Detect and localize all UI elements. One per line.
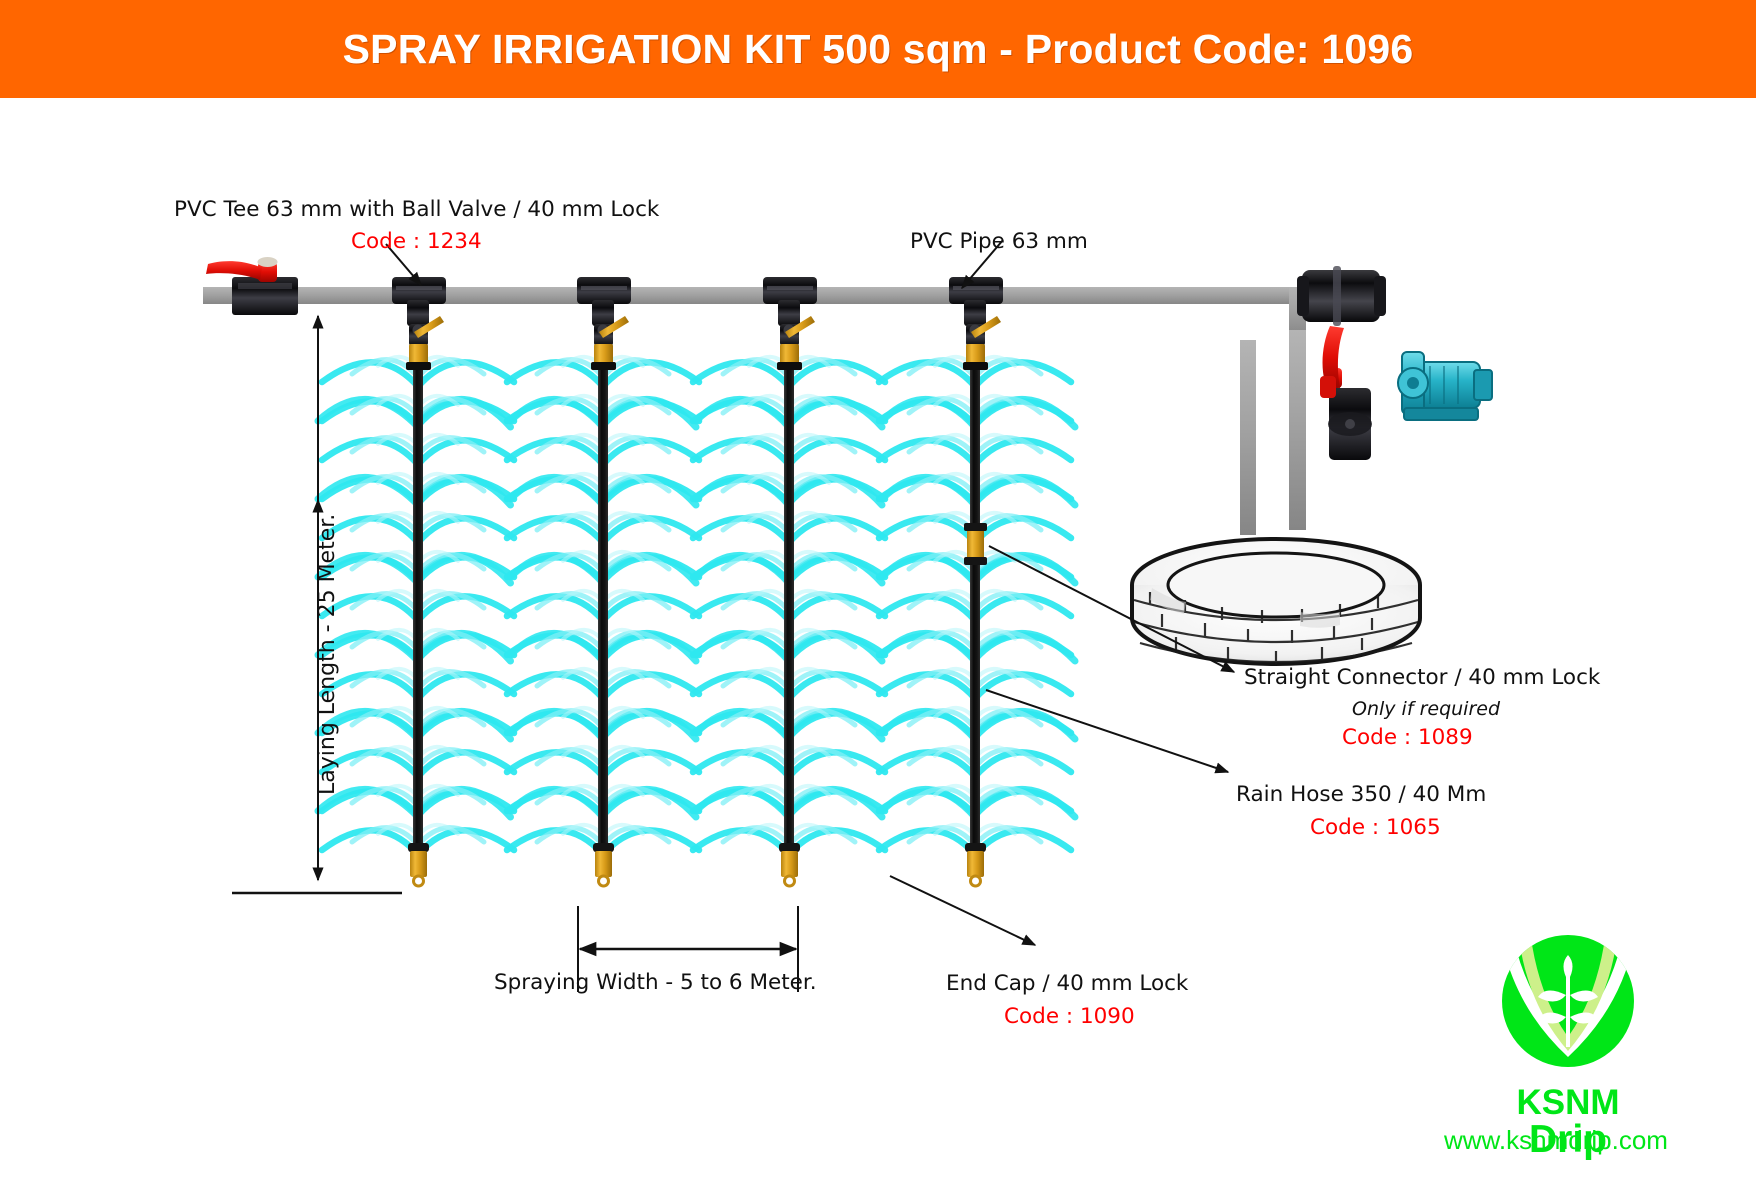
spraying-width-dimension	[577, 906, 799, 992]
leader-end-cap	[889, 875, 1037, 946]
leader-pvc-pipe	[961, 239, 1004, 290]
label-pvc-tee-code: Code : 1234	[351, 229, 482, 254]
callout-lines	[385, 239, 1236, 946]
end-cap[interactable]	[965, 843, 986, 888]
suction-pipe	[1240, 340, 1256, 535]
valve-handle-icon	[414, 316, 444, 338]
page-title: SPRAY IRRIGATION KIT 500 sqm - Product C…	[342, 25, 1414, 72]
end-cap[interactable]	[779, 843, 800, 888]
logo-text-secondary: Drip	[1529, 1118, 1607, 1161]
well-riser-pipe	[1289, 330, 1306, 530]
pipe-coupler[interactable]	[1297, 266, 1386, 341]
website-url[interactable]: www.ksnmdrip.com	[1444, 1125, 1668, 1155]
lateral-line	[413, 300, 423, 850]
label-laying-length: Laying Length - 25 Meter.	[315, 513, 340, 795]
water-well	[1130, 537, 1422, 666]
label-pvc-tee: PVC Tee 63 mm with Ball Valve / 40 mm Lo…	[174, 197, 660, 222]
end-cap[interactable]	[408, 843, 429, 888]
pvc-tee-assembly[interactable]	[763, 277, 817, 370]
main-pvc-pipe	[203, 287, 1306, 535]
label-straight-connector-note: Only if required	[1352, 698, 1501, 720]
ksnm-logo-icon	[1502, 935, 1634, 1067]
inlet-ball-valve[interactable]	[206, 257, 298, 315]
logo-text-primary: KSNM	[1516, 1083, 1620, 1122]
label-rain-hose: Rain Hose 350 / 40 Mm	[1236, 782, 1487, 807]
pvc-tee-assembly[interactable]	[392, 277, 446, 370]
valve-handle	[1322, 326, 1344, 388]
lateral-line	[598, 300, 608, 850]
end-cap[interactable]	[593, 843, 614, 888]
label-spraying-width: Spraying Width - 5 to 6 Meter.	[494, 970, 817, 995]
tee-assembly-group	[392, 277, 1003, 370]
leader-straight-connector	[988, 545, 1236, 673]
leader-pvc-tee	[385, 243, 422, 287]
pvc-tee-assembly[interactable]	[949, 277, 1003, 370]
pump-ball-valve[interactable]	[1320, 326, 1372, 460]
lateral-lines-group	[413, 300, 980, 850]
label-end-cap: End Cap / 40 mm Lock	[946, 971, 1189, 996]
header-banner: SPRAY IRRIGATION KIT 500 sqm - Product C…	[0, 0, 1756, 98]
label-straight-connector: Straight Connector / 40 mm Lock	[1244, 665, 1601, 690]
laying-length-dimension	[232, 314, 402, 895]
brand-logo: KSNM Drip	[1478, 925, 1658, 1175]
label-end-cap-code: Code : 1090	[1004, 1004, 1135, 1029]
label-rain-hose-code: Code : 1065	[1310, 815, 1441, 840]
lateral-line	[970, 300, 980, 850]
pvc-tee-assembly[interactable]	[577, 277, 631, 370]
valve-handle-icon	[785, 316, 815, 338]
water-pump	[1397, 351, 1493, 421]
leader-rain-hose	[985, 689, 1230, 774]
spray-arcs	[314, 354, 1079, 858]
valve-handle	[206, 261, 262, 280]
straight-connector-fitting[interactable]	[964, 523, 987, 565]
lateral-line	[784, 300, 794, 850]
label-pvc-pipe: PVC Pipe 63 mm	[910, 229, 1088, 254]
valve-handle-icon	[599, 316, 629, 338]
valve-handle-icon	[971, 316, 1001, 338]
end-cap-group	[408, 843, 986, 888]
label-straight-connector-code: Code : 1089	[1342, 725, 1473, 750]
